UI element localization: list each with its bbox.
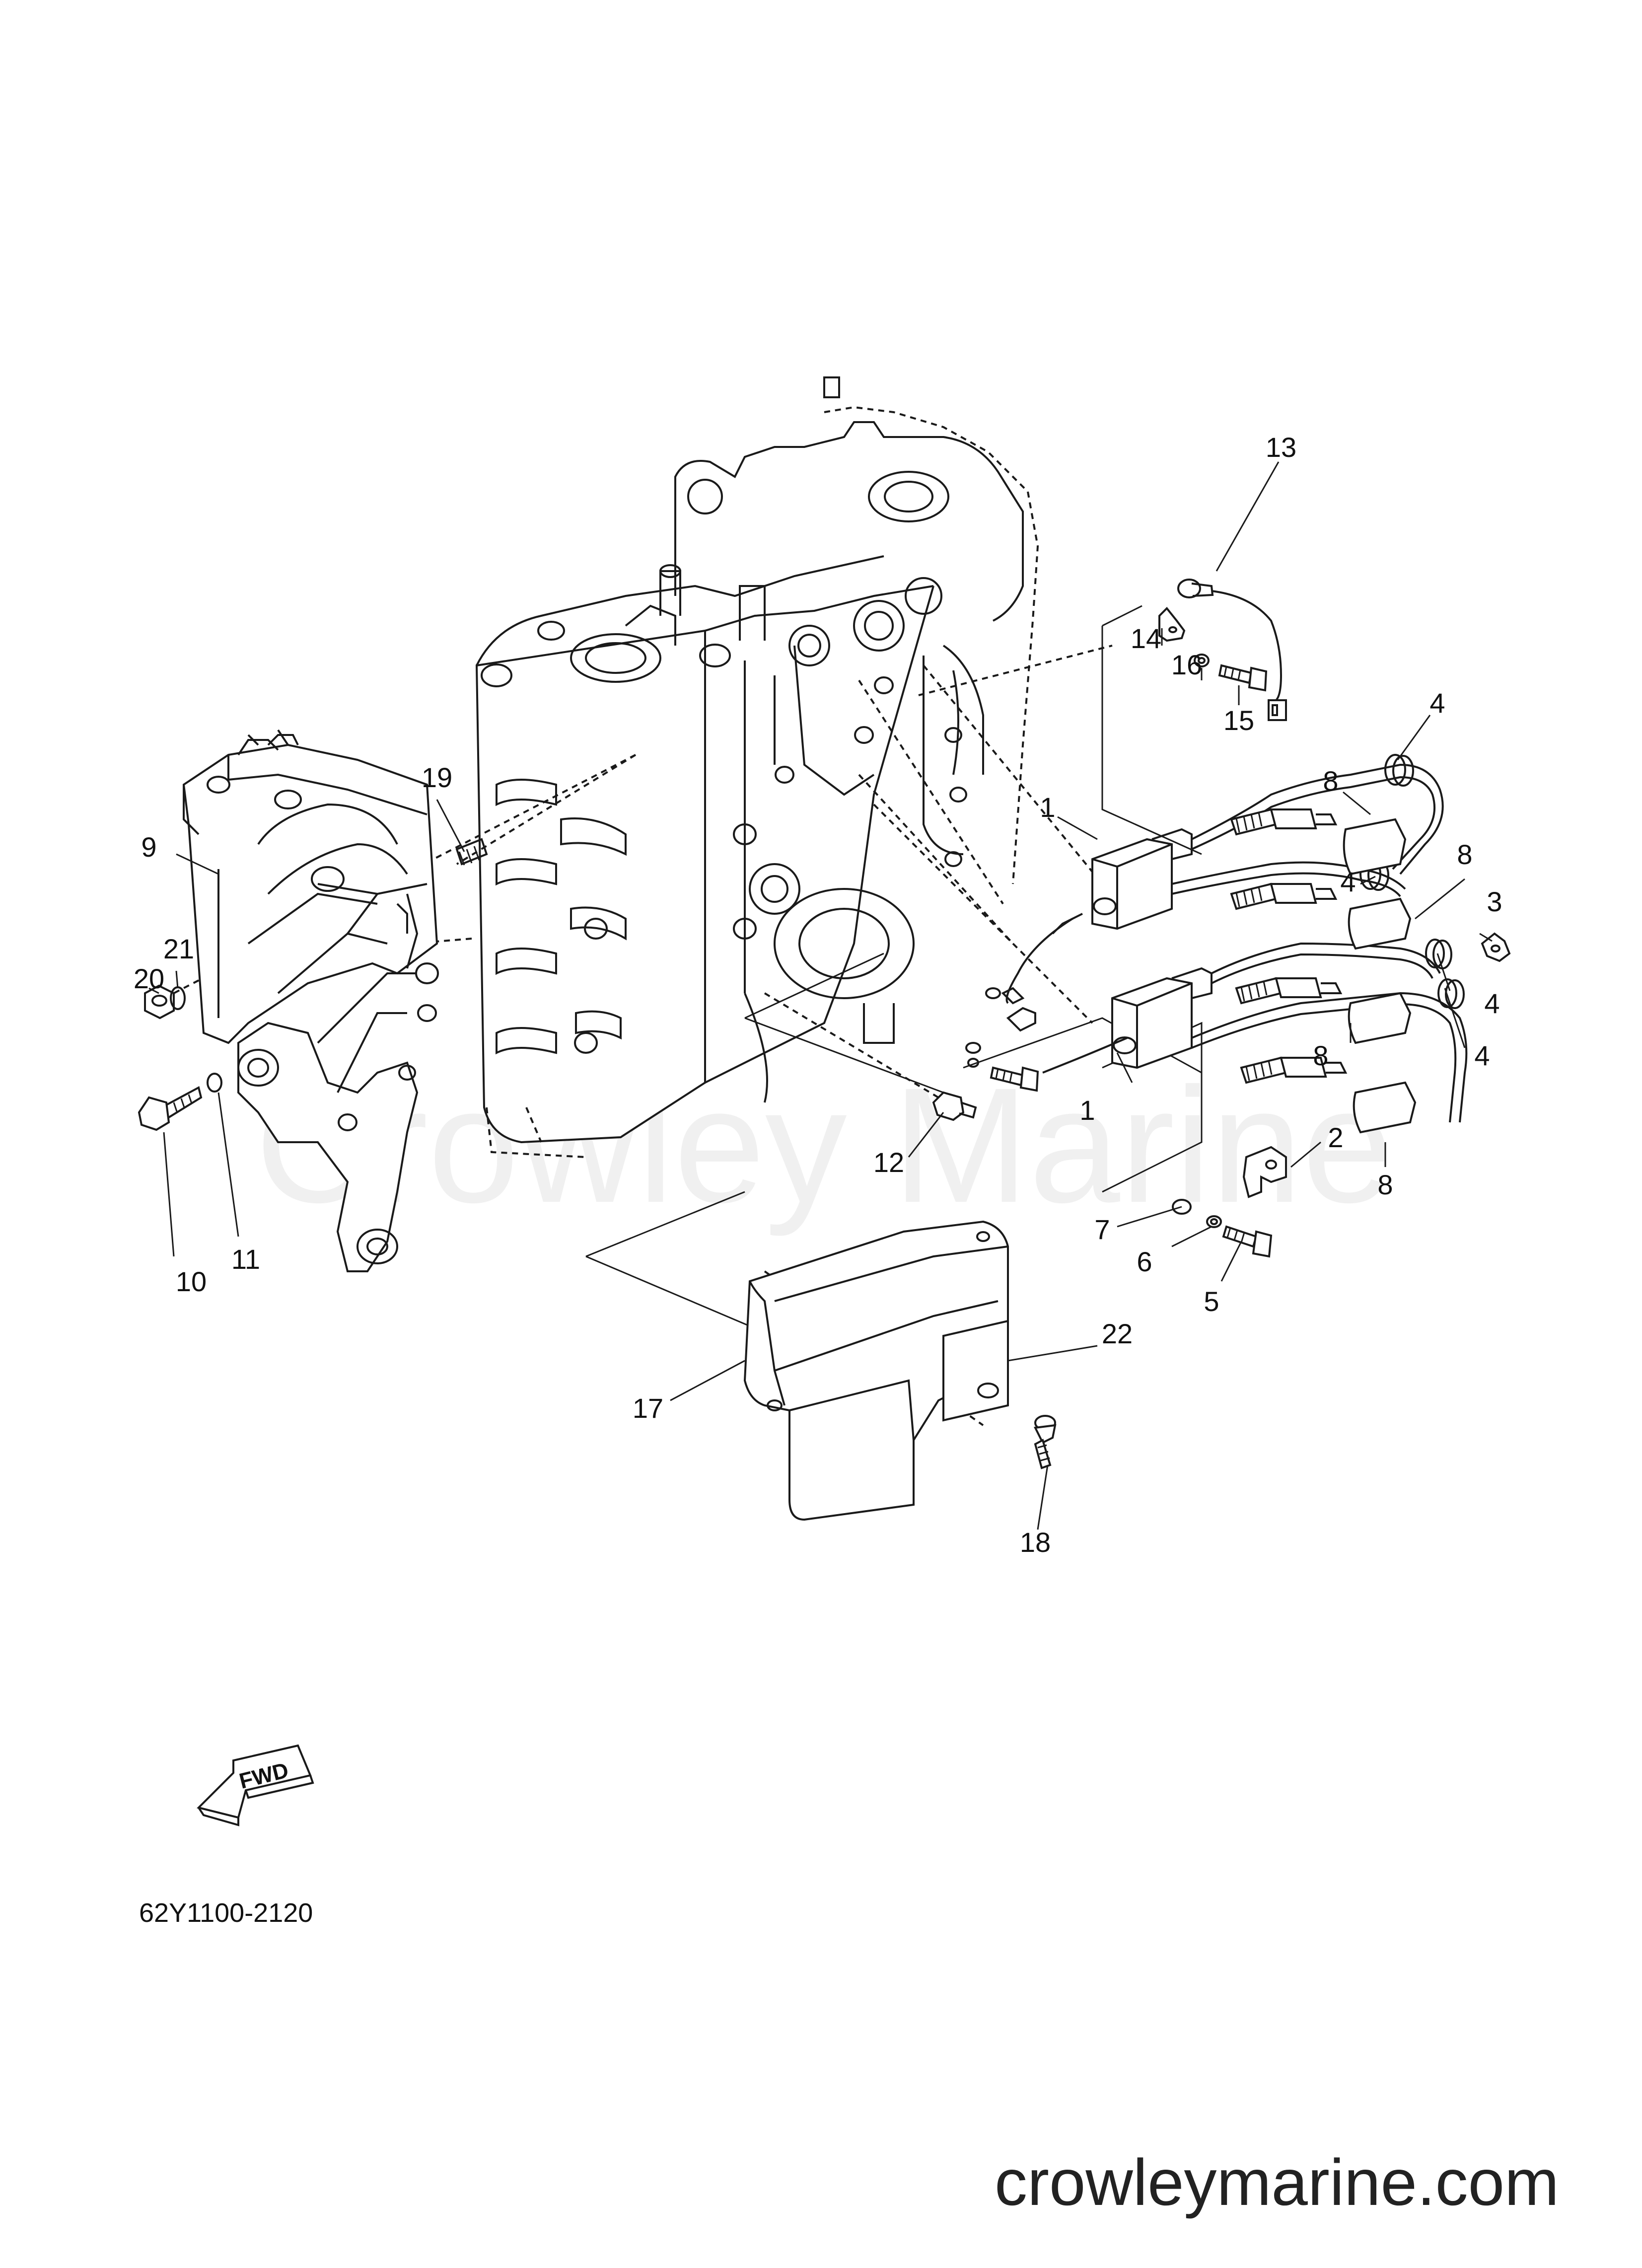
washer-6	[1206, 1215, 1222, 1228]
fwd-arrow-icon: FWD	[197, 1744, 314, 1827]
ignition-coil-lower	[1111, 967, 1213, 1069]
callout-16: 16	[1171, 649, 1202, 680]
clip-3	[1481, 932, 1511, 962]
callout-5: 5	[1204, 1286, 1219, 1317]
callout-8b: 8	[1457, 839, 1472, 870]
callout-2: 2	[1328, 1122, 1343, 1153]
clamp-2	[1242, 1146, 1287, 1198]
ignition-coil-upper	[1052, 828, 1193, 935]
callout-7: 7	[1094, 1214, 1110, 1245]
callout-15: 15	[1223, 705, 1254, 736]
sensor-12	[932, 1091, 977, 1121]
callout-9: 9	[141, 831, 156, 863]
callout-8c: 8	[1313, 1040, 1328, 1071]
cylinder-block	[475, 376, 1039, 1158]
callout-19: 19	[422, 762, 452, 793]
leader-coil-1	[858, 679, 1004, 905]
callout-10: 10	[176, 1266, 207, 1297]
callout-1b: 1	[1079, 1095, 1095, 1126]
sensor-13	[1177, 579, 1287, 721]
callout-1a: 1	[1040, 792, 1055, 823]
electrical-cover	[743, 1220, 1009, 1521]
leader-13	[918, 645, 1113, 696]
nut-20	[144, 984, 175, 1020]
callout-6: 6	[1137, 1246, 1152, 1277]
cord-clip-4	[1359, 754, 1465, 1009]
leader-coil-3	[858, 774, 1014, 945]
leader-12	[764, 992, 964, 1113]
callout-4a: 4	[1429, 687, 1445, 719]
washer-16	[1194, 654, 1210, 667]
engine-bracket	[182, 729, 439, 1272]
clamp-14	[1158, 607, 1186, 642]
callout-21: 21	[163, 933, 194, 964]
bolt-15	[1218, 664, 1268, 692]
callout-12: 12	[873, 1147, 904, 1178]
stud-19	[455, 838, 488, 866]
callout-22: 22	[1102, 1318, 1133, 1349]
callout-13: 13	[1266, 432, 1296, 463]
leader-coil-2	[923, 664, 1103, 885]
callout-3: 3	[1487, 886, 1502, 917]
washer-11	[207, 1073, 222, 1093]
callout-17: 17	[633, 1392, 663, 1424]
callout-4b: 4	[1340, 866, 1356, 897]
leader-lines	[148, 461, 1493, 1530]
part-code: 62Y1100-2120	[139, 1898, 313, 1928]
bolt-18	[1033, 1415, 1057, 1469]
bolt-10	[138, 1086, 203, 1131]
callout-8a: 8	[1323, 765, 1338, 797]
group-bracket	[1101, 626, 1202, 855]
leader-19	[456, 754, 637, 865]
plug-cap-8	[1343, 818, 1417, 1134]
callout-14: 14	[1131, 623, 1161, 654]
coil-lead	[1005, 918, 1073, 1004]
site-url: crowleymarine.com	[995, 2146, 1559, 2219]
label-22	[942, 1319, 1009, 1422]
callout-18: 18	[1020, 1527, 1051, 1558]
spark-plugs	[1230, 808, 1348, 1084]
coil-screw	[967, 1058, 1039, 1092]
watermark: Crowley Marine	[255, 1053, 1393, 1238]
callouts: 13 14 16 15 4 8 1 8 4 3 4 4 8 1 2 8 7 6 …	[134, 432, 1502, 1558]
washer-7	[1172, 1199, 1192, 1215]
bolt-5	[1222, 1225, 1273, 1258]
callout-11: 11	[231, 1244, 260, 1275]
leader-coil-4	[873, 804, 1093, 1024]
callout-4d: 4	[1474, 1040, 1490, 1071]
callout-20: 20	[134, 963, 164, 994]
callout-4c: 4	[1484, 988, 1499, 1019]
callout-8d: 8	[1377, 1169, 1393, 1200]
